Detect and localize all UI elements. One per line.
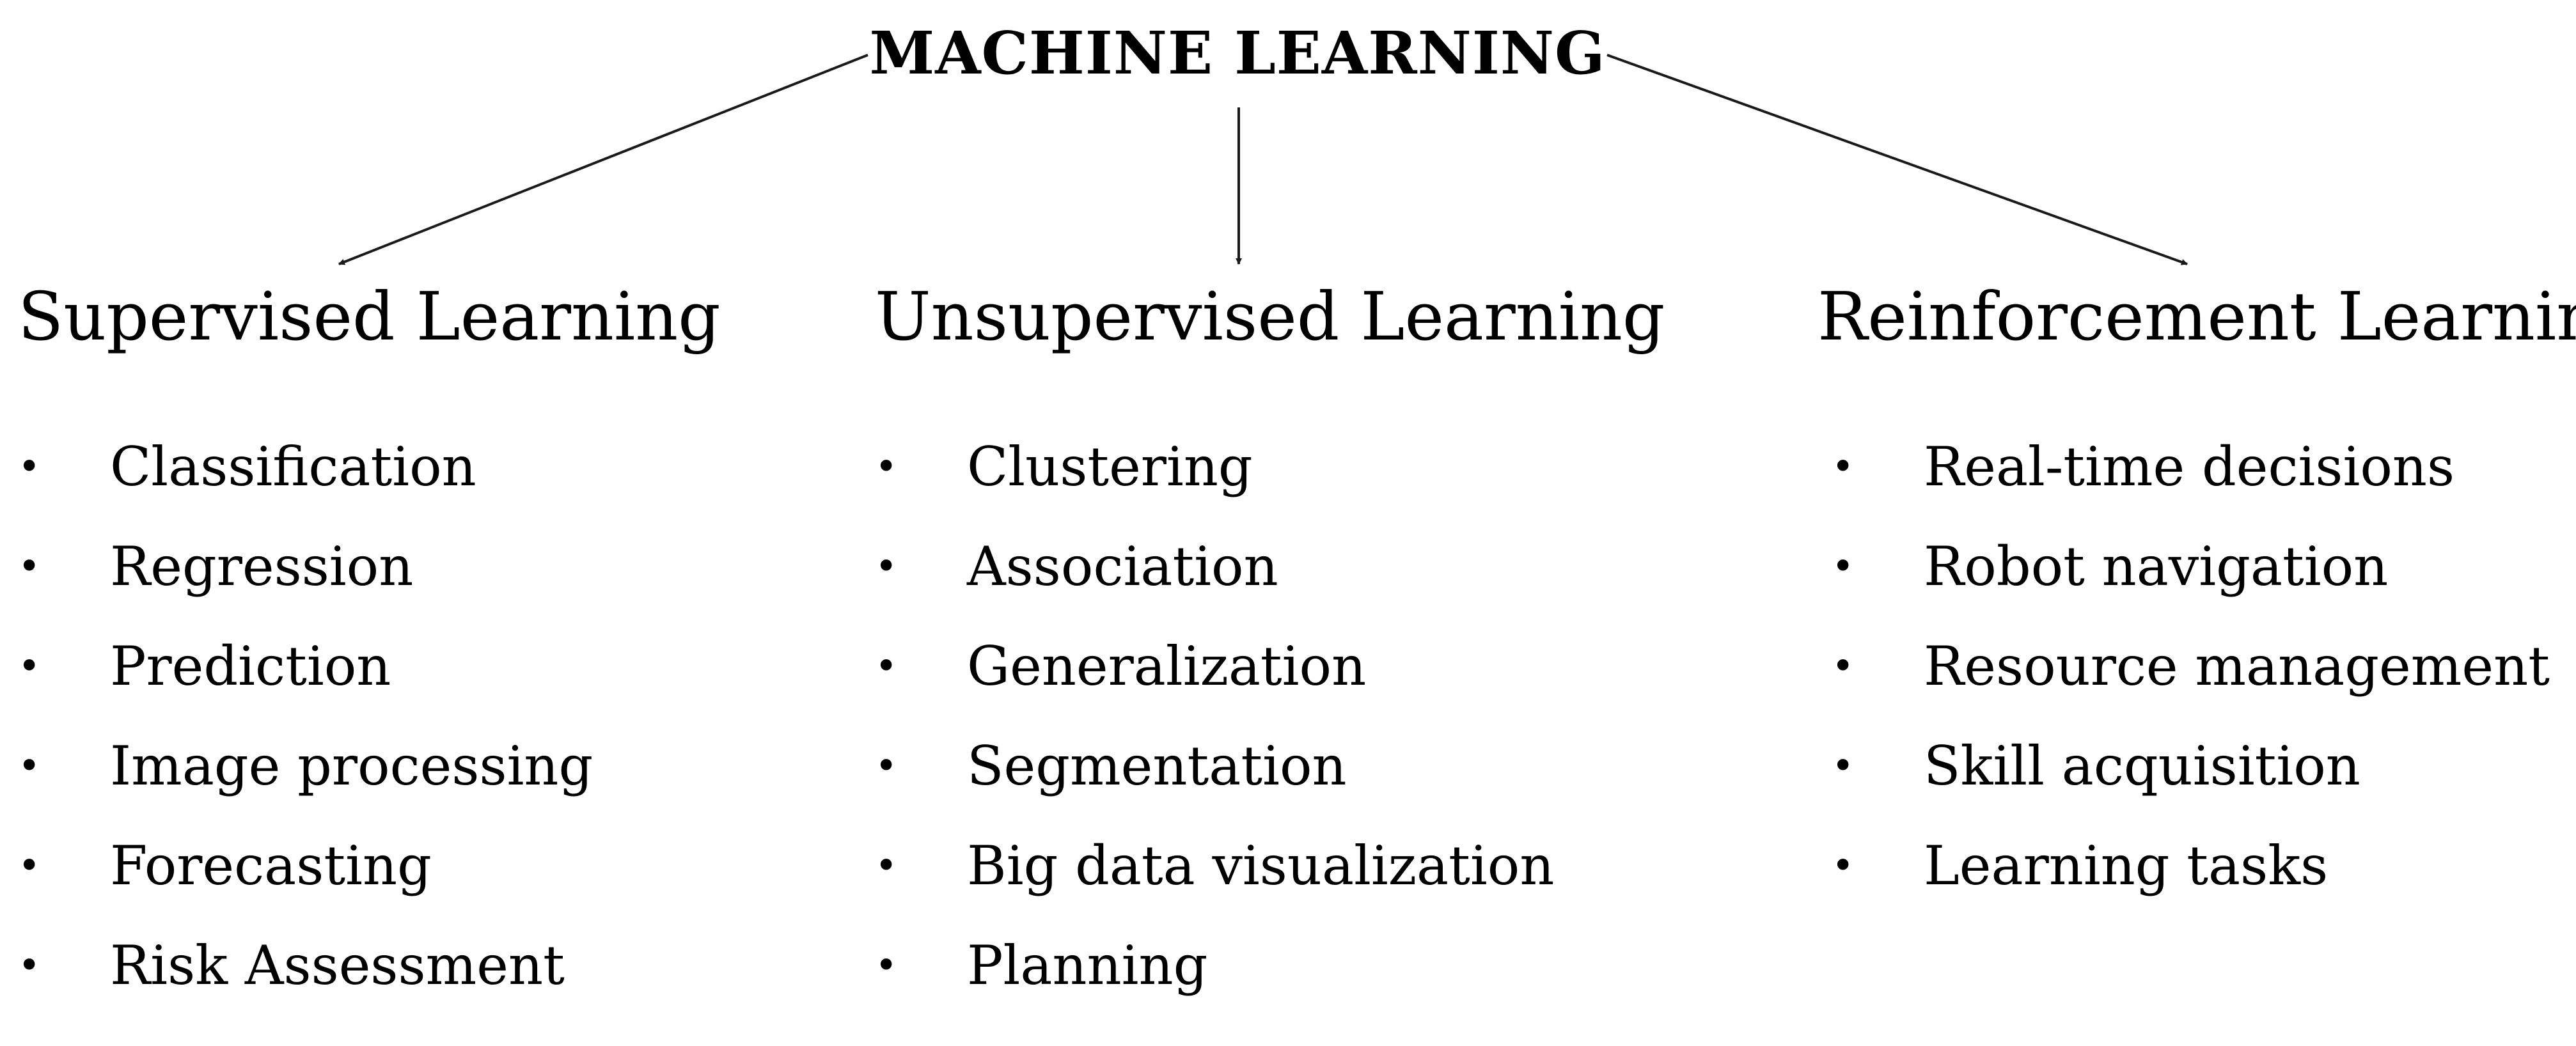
list-item: • Risk Assessment <box>18 933 721 1033</box>
list-item: • Skill acquisition <box>1832 734 2576 834</box>
bullet-icon: • <box>875 843 898 888</box>
item-label: Association <box>967 535 1278 598</box>
item-list: • Real-time decisions • Robot navigation •… <box>1818 435 2576 933</box>
list-item: • Forecasting <box>18 834 721 933</box>
item-list: • Clustering • Association • Generalization… <box>875 435 1665 1033</box>
list-item: • Real-time decisions <box>1832 435 2576 535</box>
list-item: • Prediction <box>18 634 721 734</box>
list-item: • Classification <box>18 435 721 535</box>
item-label: Forecasting <box>110 834 432 897</box>
bullet-icon: • <box>18 444 41 489</box>
arrow-to-supervised <box>338 54 868 265</box>
branch-title: Unsupervised Learning <box>875 277 1665 355</box>
item-label: Real-time decisions <box>1924 435 2455 498</box>
list-item: • Image processing <box>18 734 721 834</box>
list-item: • Robot navigation <box>1832 535 2576 634</box>
list-item: • Generalization <box>875 634 1665 734</box>
item-label: Classification <box>110 435 476 498</box>
bullet-icon: • <box>875 744 898 788</box>
item-label: Big data visualization <box>967 834 1555 897</box>
item-label: Skill acquisition <box>1924 735 2360 797</box>
item-label: Segmentation <box>967 735 1347 797</box>
bullet-icon: • <box>1832 544 1855 589</box>
list-item: • Regression <box>18 535 721 634</box>
list-item: • Segmentation <box>875 734 1665 834</box>
branch-unsupervised-learning: Unsupervised Learning • Clustering • Assoc… <box>875 269 1665 1033</box>
bullet-icon: • <box>1832 644 1855 689</box>
bullet-icon: • <box>1832 444 1855 489</box>
branch-supervised-learning: Supervised Learning • Classification • Reg… <box>18 269 721 1033</box>
bullet-icon: • <box>875 644 898 689</box>
item-label: Learning tasks <box>1924 834 2329 897</box>
bullet-icon: • <box>875 544 898 589</box>
item-label: Robot navigation <box>1924 535 2389 598</box>
item-label: Resource management <box>1924 635 2550 698</box>
bullet-icon: • <box>18 544 41 589</box>
bullet-icon: • <box>1832 744 1855 788</box>
list-item: • Learning tasks <box>1832 834 2576 933</box>
arrow-to-reinforcement <box>1606 54 2188 265</box>
item-label: Planning <box>967 934 1208 997</box>
bullet-icon: • <box>875 444 898 489</box>
list-item: • Resource management <box>1832 634 2576 734</box>
bullet-icon: • <box>18 843 41 888</box>
bullet-icon: • <box>18 943 41 988</box>
item-list: •Classification •Regression •Prediction … <box>18 435 721 1033</box>
item-label: Regression <box>110 535 414 598</box>
branch-title: Reinforcement Learning <box>1818 277 2576 355</box>
list-item: • Big data visualization <box>875 834 1665 933</box>
item-label: Image processing <box>110 735 593 797</box>
list-item: • Association <box>875 535 1665 634</box>
bullet-icon: • <box>18 744 41 788</box>
list-item: • Clustering <box>875 435 1665 535</box>
branch-title: Supervised Learning <box>18 277 721 355</box>
item-label: Risk Assessment <box>110 934 565 997</box>
item-label: Clustering <box>967 435 1253 498</box>
list-item: • Planning <box>875 933 1665 1033</box>
item-label: Prediction <box>110 635 391 698</box>
bullet-icon: • <box>18 644 41 689</box>
branch-reinforcement-learning: Reinforcement Learning • Real-time decisi… <box>1818 269 2576 933</box>
bullet-icon: • <box>1832 843 1855 888</box>
bullet-icon: • <box>875 943 898 988</box>
item-label: Generalization <box>967 635 1367 698</box>
root-title: MACHINE LEARNING <box>869 19 1606 88</box>
